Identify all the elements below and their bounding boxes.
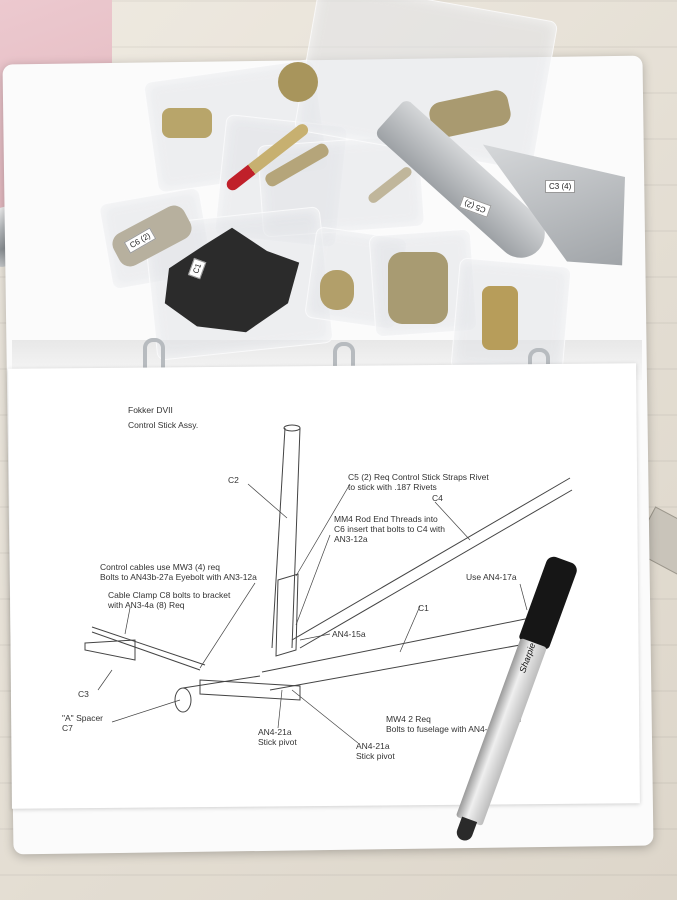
callout-use-an4-17a: Use AN4-17a <box>466 572 517 582</box>
callout-mw4-line1: MW4 2 Req <box>386 714 431 724</box>
c4-bar <box>299 489 573 649</box>
callout-c1: C1 <box>418 603 429 613</box>
leader-line <box>434 501 471 541</box>
rod-ends <box>388 252 448 324</box>
callout-c5-line1: C5 (2) Req Control Stick Straps Rivet <box>348 472 489 482</box>
control-cable <box>91 631 201 671</box>
c2-stick <box>271 427 286 649</box>
leader-line <box>299 633 331 641</box>
leader-line <box>111 699 181 723</box>
callout-clamp-line2: with AN3-4a (8) Req <box>108 600 185 610</box>
c2-stick-top <box>283 424 301 432</box>
c4-bar <box>291 477 571 641</box>
callout-spacer-line1: "A" Spacer <box>62 713 103 723</box>
callout-c4: C4 <box>432 493 443 503</box>
callout-cables-line2: Bolts to AN43b-27a Eyebolt with AN3-12a <box>100 572 257 582</box>
callout-mm4-line1: MM4 Rod End Threads into <box>334 514 438 524</box>
leader-line <box>247 483 288 519</box>
c5-strap <box>275 573 299 657</box>
callout-pivot-b-line1: AN4-21a <box>356 741 390 751</box>
rod-end <box>320 270 354 310</box>
part-tag-c3: C3 (4) <box>545 180 576 193</box>
callout-clamp-line1: Cable Clamp C8 bolts to bracket <box>108 590 231 600</box>
leader-line <box>97 669 113 691</box>
leader-line <box>124 607 131 635</box>
callout-c3: C3 <box>78 689 89 699</box>
c2-stick <box>291 427 301 649</box>
callout-spacer-line2: C7 <box>62 723 73 733</box>
pivot-spacer <box>174 687 192 713</box>
drawing-subtitle: Control Stick Assy. <box>128 420 199 430</box>
callout-mw4-line2: Bolts to fuselage with AN4-17a <box>386 724 502 734</box>
callout-cables-line1: Control cables use MW3 (4) req <box>100 562 220 572</box>
rod-end-bearing <box>162 108 212 138</box>
callout-pivot-b-line2: Stick pivot <box>356 751 395 761</box>
marker-end <box>454 816 478 843</box>
leader-line <box>295 534 331 626</box>
control-cable <box>91 626 206 666</box>
callout-mm4-line2: C6 insert that bolts to C4 with <box>334 524 446 534</box>
c3-bracket <box>84 639 136 661</box>
leader-line <box>291 689 359 744</box>
callout-mm4-line3: AN3-12a <box>334 534 368 544</box>
callout-c5-line2: to stick with .187 Rivets <box>348 482 437 492</box>
callout-c2: C2 <box>228 475 239 485</box>
pivot-base <box>199 679 301 701</box>
leader-line <box>295 483 351 577</box>
leader-line <box>519 583 528 611</box>
callout-pivot-a-line1: AN4-21a <box>258 727 292 737</box>
leader-line <box>199 582 256 669</box>
leader-line <box>399 605 421 653</box>
bolt <box>278 62 318 102</box>
callout-an4-15a: AN4-15a <box>332 629 366 639</box>
bolt <box>482 286 518 350</box>
c1-tube <box>269 639 549 691</box>
leader-line <box>277 689 283 729</box>
callout-pivot-a-line2: Stick pivot <box>258 737 297 747</box>
drawing-title: Fokker DVII <box>128 405 173 415</box>
